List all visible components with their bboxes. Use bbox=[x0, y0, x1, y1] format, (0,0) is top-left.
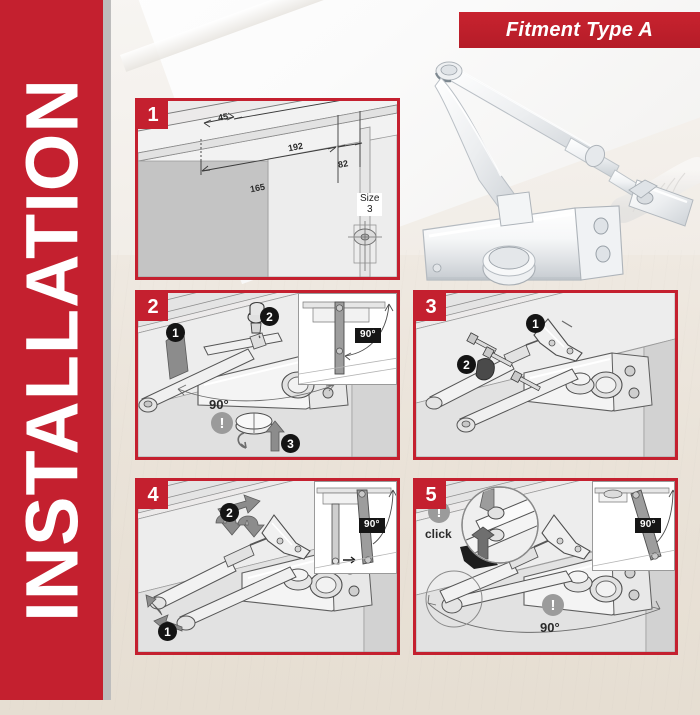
panel-adjust-arm-length: 1 2 90° bbox=[135, 478, 400, 655]
fitment-type-label: Fitment Type A bbox=[505, 18, 654, 41]
dimension-45: 45 bbox=[217, 111, 229, 123]
closer-arm-iso bbox=[138, 332, 283, 413]
panel-number-5: 5 bbox=[416, 481, 446, 509]
closer-body bbox=[422, 191, 624, 286]
panel-click-connect: ! click ! 90° 90° 5 bbox=[413, 478, 678, 655]
inset-angle-badge: 90° bbox=[359, 518, 385, 533]
bullet-1: 1 bbox=[166, 323, 185, 342]
angle-label-90: 90° bbox=[540, 620, 560, 635]
inset-angle-badge: 90° bbox=[635, 518, 661, 533]
panel-3-artwork: 1 2 bbox=[416, 293, 675, 457]
click-label: click bbox=[425, 527, 452, 541]
panel-4-artwork: 1 2 90° bbox=[138, 481, 397, 652]
size-tag-label: Size bbox=[360, 193, 380, 204]
panel-4-inset: 90° bbox=[314, 481, 397, 574]
rotate-arrow bbox=[237, 432, 247, 449]
sidebar-banner: INSTALLATION bbox=[0, 0, 103, 700]
panel-number-2: 2 bbox=[138, 293, 168, 321]
size-tag: Size 3 bbox=[357, 193, 383, 216]
panel-1-artwork: 45 192 165 82 Size 3 bbox=[138, 101, 397, 277]
panel-number-1: 1 bbox=[138, 101, 168, 129]
panel-2-inset: 90° bbox=[298, 293, 397, 385]
bullet-3: 3 bbox=[281, 434, 300, 453]
up-arrow-icon bbox=[265, 420, 285, 452]
inset-angle-badge: 90° bbox=[355, 328, 381, 343]
arm-shoe-bracket bbox=[533, 318, 583, 362]
panel-5-inset: 90° bbox=[592, 481, 675, 571]
panel-number-3: 3 bbox=[416, 293, 446, 321]
panel-2-artwork: 1 2 3 90° ! 90° bbox=[138, 293, 397, 457]
bullet-1: 1 bbox=[526, 314, 545, 333]
bullet-2: 2 bbox=[220, 503, 239, 522]
angle-label-90: 90° bbox=[209, 397, 229, 412]
arm-shoe-bracket bbox=[541, 514, 591, 560]
page-title: INSTALLATION bbox=[10, 78, 93, 622]
dimension-82: 82 bbox=[337, 158, 349, 170]
panel-attach-arm: 1 2 3 bbox=[413, 290, 678, 460]
closer-rod bbox=[564, 137, 642, 198]
warning-icon: ! bbox=[211, 412, 233, 434]
product-photo bbox=[405, 30, 700, 295]
sidebar-gray-strip bbox=[103, 0, 111, 700]
size-tag-value: 3 bbox=[366, 203, 373, 215]
arm-shoe-bracket bbox=[261, 514, 311, 560]
sleeve-part bbox=[475, 358, 495, 381]
fitment-type-banner: Fitment Type A bbox=[459, 12, 700, 48]
loose-cap bbox=[235, 412, 273, 435]
bullet-2: 2 bbox=[260, 307, 279, 326]
bullet-2: 2 bbox=[457, 355, 476, 374]
closer-body-iso bbox=[523, 352, 653, 412]
adjusting-rod bbox=[149, 536, 271, 610]
bullet-1: 1 bbox=[158, 622, 177, 641]
angle-warning-icon: ! bbox=[542, 594, 564, 616]
arm-bracket-shoe bbox=[628, 179, 694, 227]
magnified-detail bbox=[461, 486, 539, 564]
loose-screws bbox=[466, 332, 541, 392]
panel-number-4: 4 bbox=[138, 481, 168, 509]
panel-5-artwork: ! click ! 90° 90° bbox=[416, 481, 675, 652]
closer-arm-iso bbox=[176, 566, 297, 631]
panel-mount-body: 1 2 3 90° ! 90° 2 bbox=[135, 290, 400, 460]
panel-drilling-template: 45 192 165 82 Size 3 1 bbox=[135, 98, 400, 280]
hinge-marker bbox=[348, 221, 382, 271]
